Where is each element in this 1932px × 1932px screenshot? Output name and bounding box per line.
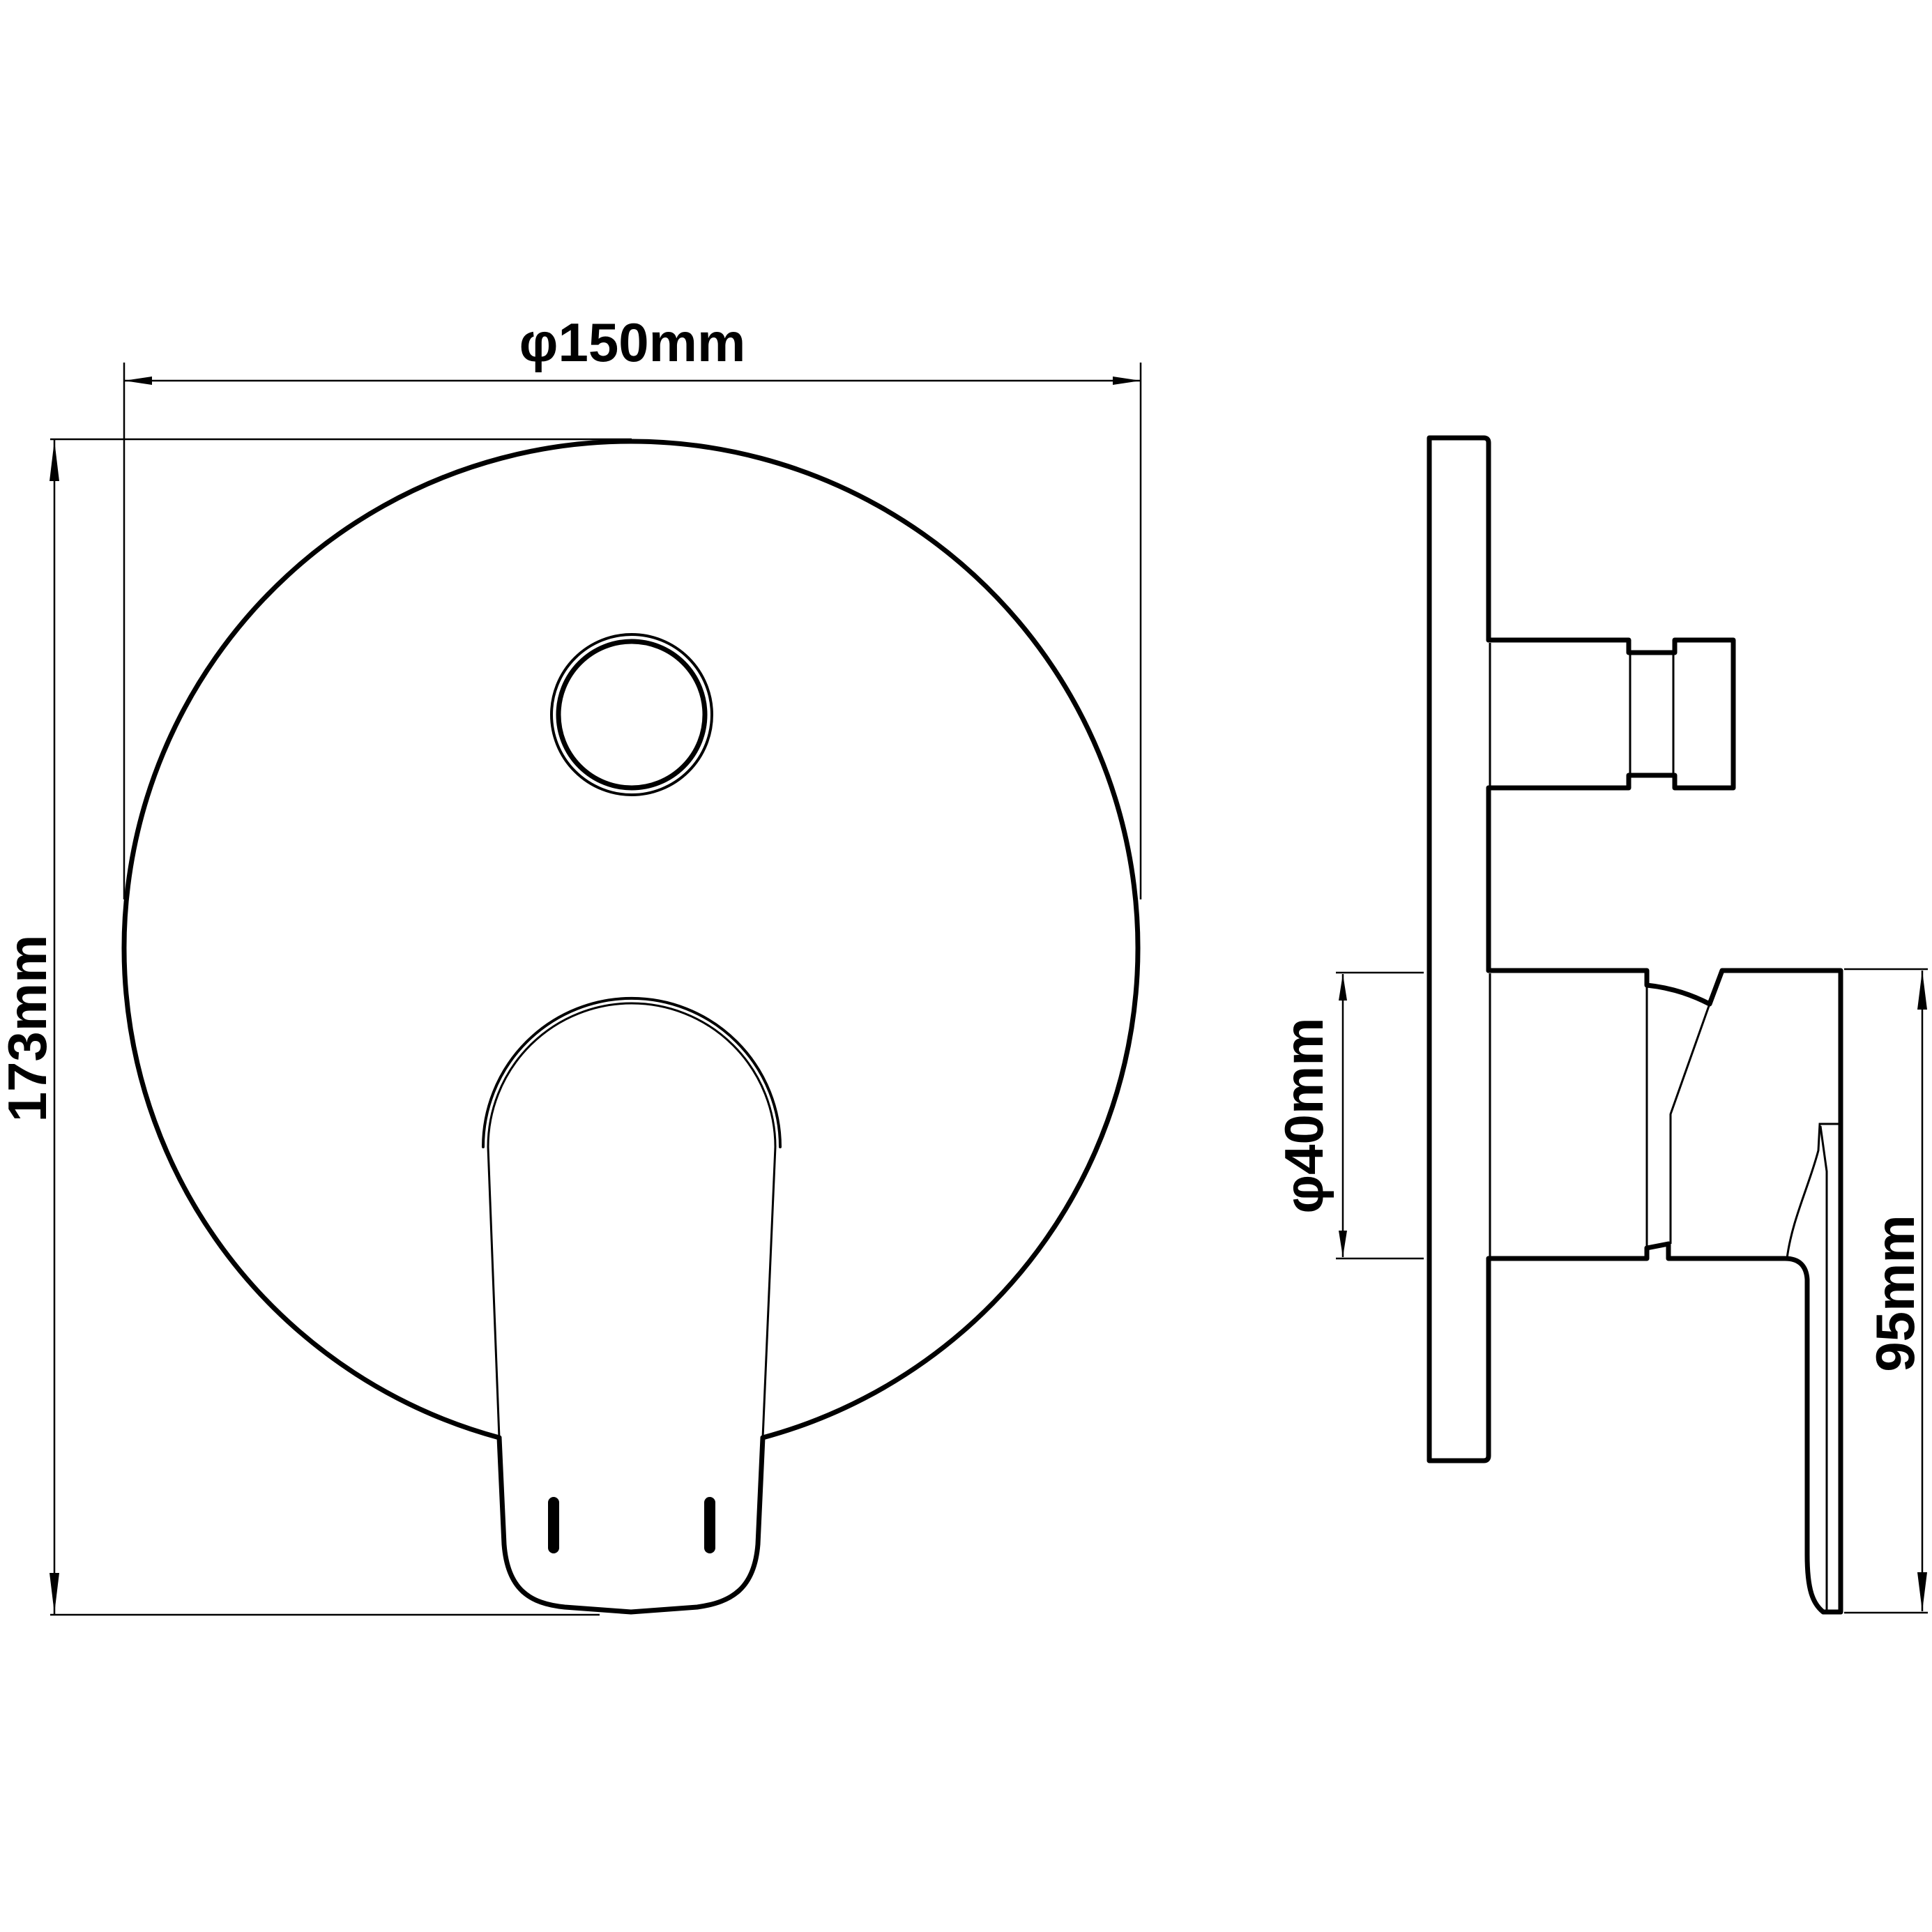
total-height-label: 173mm <box>0 935 58 1123</box>
side-lever-handle <box>1782 1256 1843 1615</box>
front-view: φ150mm 173mm <box>0 312 1142 1616</box>
side-view: φ40mm 95mm <box>1273 435 1928 1615</box>
handle-depth-label: 95mm <box>1864 1215 1926 1371</box>
diverter-knob <box>550 633 713 796</box>
diverter-spindle <box>1486 637 1736 791</box>
body-diameter-label: φ40mm <box>1273 1017 1334 1213</box>
dimension-plate-diameter: φ150mm <box>123 312 1142 899</box>
escutcheon-plate <box>121 439 1141 1440</box>
dimension-handle-depth: 95mm <box>1844 968 1928 1614</box>
dimension-total-height: 173mm <box>0 438 632 1616</box>
lever-handle <box>482 997 782 1615</box>
dimension-body-diameter: φ40mm <box>1273 971 1424 1260</box>
plate-diameter-label: φ150mm <box>519 312 746 373</box>
handle-body <box>1486 968 1843 1615</box>
